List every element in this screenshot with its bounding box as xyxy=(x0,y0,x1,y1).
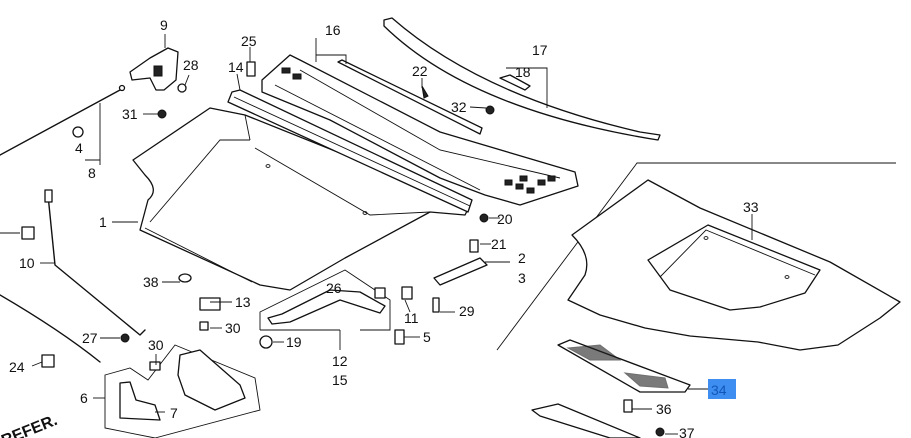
callout-4[interactable]: 4 xyxy=(75,140,83,156)
latch-assembly-part[interactable] xyxy=(104,344,261,438)
callout-3[interactable]: 3 xyxy=(518,270,526,286)
callout-29[interactable]: 29 xyxy=(459,303,475,319)
fastener-parts xyxy=(21,61,665,437)
callout-14[interactable]: 14 xyxy=(228,59,244,75)
callout-22[interactable]: 22 xyxy=(412,63,428,79)
callout-38[interactable]: 38 xyxy=(143,274,159,290)
hood-hinge-part[interactable] xyxy=(129,47,179,91)
callout-12[interactable]: 12 xyxy=(332,353,348,369)
callout-2[interactable]: 2 xyxy=(518,250,526,266)
callout-10[interactable]: 10 xyxy=(19,255,35,271)
callout-34-highlight xyxy=(708,379,736,399)
hood-with-scoop-part[interactable] xyxy=(496,162,901,351)
callout-18[interactable]: 18 xyxy=(515,64,531,80)
callout-37[interactable]: 37 xyxy=(679,425,695,438)
callout-1[interactable]: 1 xyxy=(99,214,107,230)
callout-33[interactable]: 33 xyxy=(743,199,759,215)
callout-36[interactable]: 36 xyxy=(656,401,672,417)
callout-28[interactable]: 28 xyxy=(183,57,199,73)
windshield-molding-part[interactable] xyxy=(383,17,661,141)
refer-text: REFER. xyxy=(0,412,60,438)
callout-26[interactable]: 26 xyxy=(326,280,342,296)
release-cable-part[interactable] xyxy=(0,84,126,363)
latch-bracket-part[interactable] xyxy=(259,269,391,331)
support-rod-part[interactable] xyxy=(44,189,146,336)
callout-17[interactable]: 17 xyxy=(532,42,548,58)
callout-11[interactable]: 11 xyxy=(404,310,419,326)
callout-labels: 9 25 14 28 31 4 8 16 17 18 22 32 20 21 2… xyxy=(9,17,759,438)
cowl-strip-part[interactable] xyxy=(337,59,483,135)
callout-7[interactable]: 7 xyxy=(170,405,178,421)
callout-31[interactable]: 31 xyxy=(122,106,138,122)
callout-13[interactable]: 13 xyxy=(235,294,251,310)
callout-25[interactable]: 25 xyxy=(241,33,257,49)
hood-seal-part[interactable] xyxy=(227,89,473,213)
leader-lines xyxy=(0,34,753,435)
callout-5[interactable]: 5 xyxy=(423,329,431,345)
callout-21[interactable]: 21 xyxy=(491,236,507,252)
callout-27[interactable]: 27 xyxy=(82,330,98,346)
hood-bracket-part[interactable] xyxy=(531,403,641,438)
callout-32[interactable]: 32 xyxy=(451,99,467,115)
callout-6[interactable]: 6 xyxy=(80,390,88,406)
callout-24[interactable]: 24 xyxy=(9,359,25,375)
callout-30a[interactable]: 30 xyxy=(225,320,241,336)
callout-8[interactable]: 8 xyxy=(88,165,96,181)
hood-scoop-grille-part[interactable] xyxy=(557,339,691,393)
callout-20[interactable]: 20 xyxy=(497,211,513,227)
callout-15[interactable]: 15 xyxy=(332,372,348,388)
callout-16[interactable]: 16 xyxy=(325,22,341,38)
callout-19[interactable]: 19 xyxy=(286,334,302,350)
callout-9[interactable]: 9 xyxy=(160,17,168,33)
callout-30b[interactable]: 30 xyxy=(148,337,164,353)
cowl-top-part[interactable] xyxy=(261,54,579,206)
callout-34[interactable]: 34 xyxy=(711,382,727,398)
